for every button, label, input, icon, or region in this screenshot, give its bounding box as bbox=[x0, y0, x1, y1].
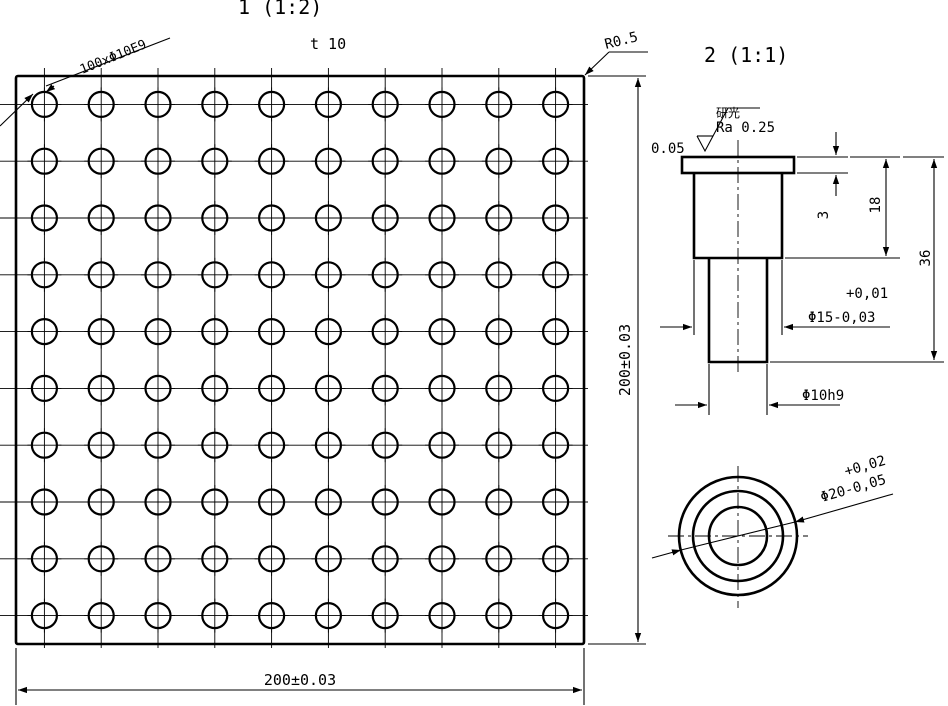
pin-tip bbox=[707, 258, 769, 364]
height-dim-label: 200±0.03 bbox=[616, 324, 634, 396]
holes-callout: 100xΦ10E9 bbox=[0, 37, 171, 127]
plate-outline bbox=[14, 74, 586, 646]
flatness-label: 0.05 bbox=[651, 141, 685, 157]
view2-title: 2 (1:1) bbox=[704, 43, 788, 67]
surface-note: 研光 bbox=[716, 106, 740, 120]
head-thickness-dimension: 3 bbox=[797, 132, 848, 219]
pin-head bbox=[680, 155, 796, 175]
plate-view bbox=[0, 68, 588, 648]
dim-10-label: Φ10h9 bbox=[802, 388, 844, 404]
pin-side-view bbox=[680, 140, 796, 372]
pin-top-view bbox=[668, 466, 808, 608]
tol-15-label: +0,01 bbox=[846, 286, 888, 302]
head-circle bbox=[677, 475, 799, 597]
height-dimension: 200±0.03 bbox=[588, 75, 646, 645]
roughness-label: Ra 0.25 bbox=[716, 120, 775, 136]
body-length-dimension: 18 bbox=[785, 156, 900, 259]
thickness-label: t 10 bbox=[310, 35, 346, 53]
width-dim-label: 200±0.03 bbox=[264, 671, 336, 689]
surface-finish-symbol: 研光 Ra 0.25 0.05 bbox=[651, 106, 775, 157]
tip-diameter-dimension: Φ10h9 bbox=[675, 364, 844, 415]
hole-grid bbox=[27, 87, 573, 633]
dim-36-label: 36 bbox=[918, 250, 934, 267]
body-circle bbox=[691, 489, 785, 583]
dim-18-label: 18 bbox=[868, 197, 884, 214]
body-diameter-dimension: +0,01 Φ15-0,03 bbox=[660, 260, 890, 335]
tip-circle bbox=[707, 505, 769, 567]
pin-body bbox=[692, 173, 784, 260]
dim-15-label: Φ15-0,03 bbox=[808, 310, 875, 326]
view1-title: 1 (1:2) bbox=[238, 0, 322, 19]
holes-label: 100xΦ10E9 bbox=[78, 37, 149, 77]
dim-3-label: 3 bbox=[816, 211, 832, 219]
width-dimension: 200±0.03 bbox=[15, 648, 585, 705]
corner-radius-callout: R0.5 bbox=[584, 29, 648, 76]
total-length-dimension: 36 bbox=[770, 156, 944, 363]
corner-radius-label: R0.5 bbox=[603, 29, 640, 53]
